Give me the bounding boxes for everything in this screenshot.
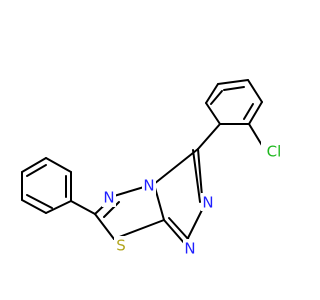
bond-24 <box>21 199 47 214</box>
atom-label-nitrogen-1: N <box>103 189 114 207</box>
bond-29 <box>26 194 53 209</box>
bond-27 <box>45 157 72 173</box>
bond-group <box>21 79 264 245</box>
bond-1 <box>247 79 263 103</box>
bond-20 <box>113 219 165 240</box>
bond-22 <box>70 200 96 215</box>
bond-32 <box>168 217 190 241</box>
bond-13 <box>163 219 186 245</box>
atom-label-nitrogen-3: N <box>202 194 213 212</box>
bond-19 <box>94 213 115 240</box>
atom-label-sulfur: S <box>116 237 126 255</box>
bond-26 <box>21 157 47 173</box>
molecule-structure: Cl N N N N S <box>21 79 287 258</box>
bond-16 <box>192 149 201 203</box>
bond-4 <box>205 102 221 125</box>
bond-0 <box>217 79 249 85</box>
bond-2 <box>248 101 263 125</box>
bond-11 <box>153 148 199 185</box>
atom-label-nitrogen-4: N <box>184 240 195 258</box>
bond-5 <box>205 83 219 104</box>
bond-23 <box>45 200 72 214</box>
bond-6 <box>223 86 245 91</box>
bond-7 <box>243 103 254 120</box>
bond-21 <box>103 201 120 218</box>
atom-label-group: Cl N N N N S <box>102 142 287 258</box>
bond-10 <box>197 123 221 150</box>
bond-30 <box>26 164 47 177</box>
bond-8 <box>210 90 223 105</box>
bond-9 <box>248 123 264 148</box>
atom-label-chlorine: Cl <box>267 143 282 161</box>
atom-label-nitrogen-2: N <box>143 177 154 195</box>
